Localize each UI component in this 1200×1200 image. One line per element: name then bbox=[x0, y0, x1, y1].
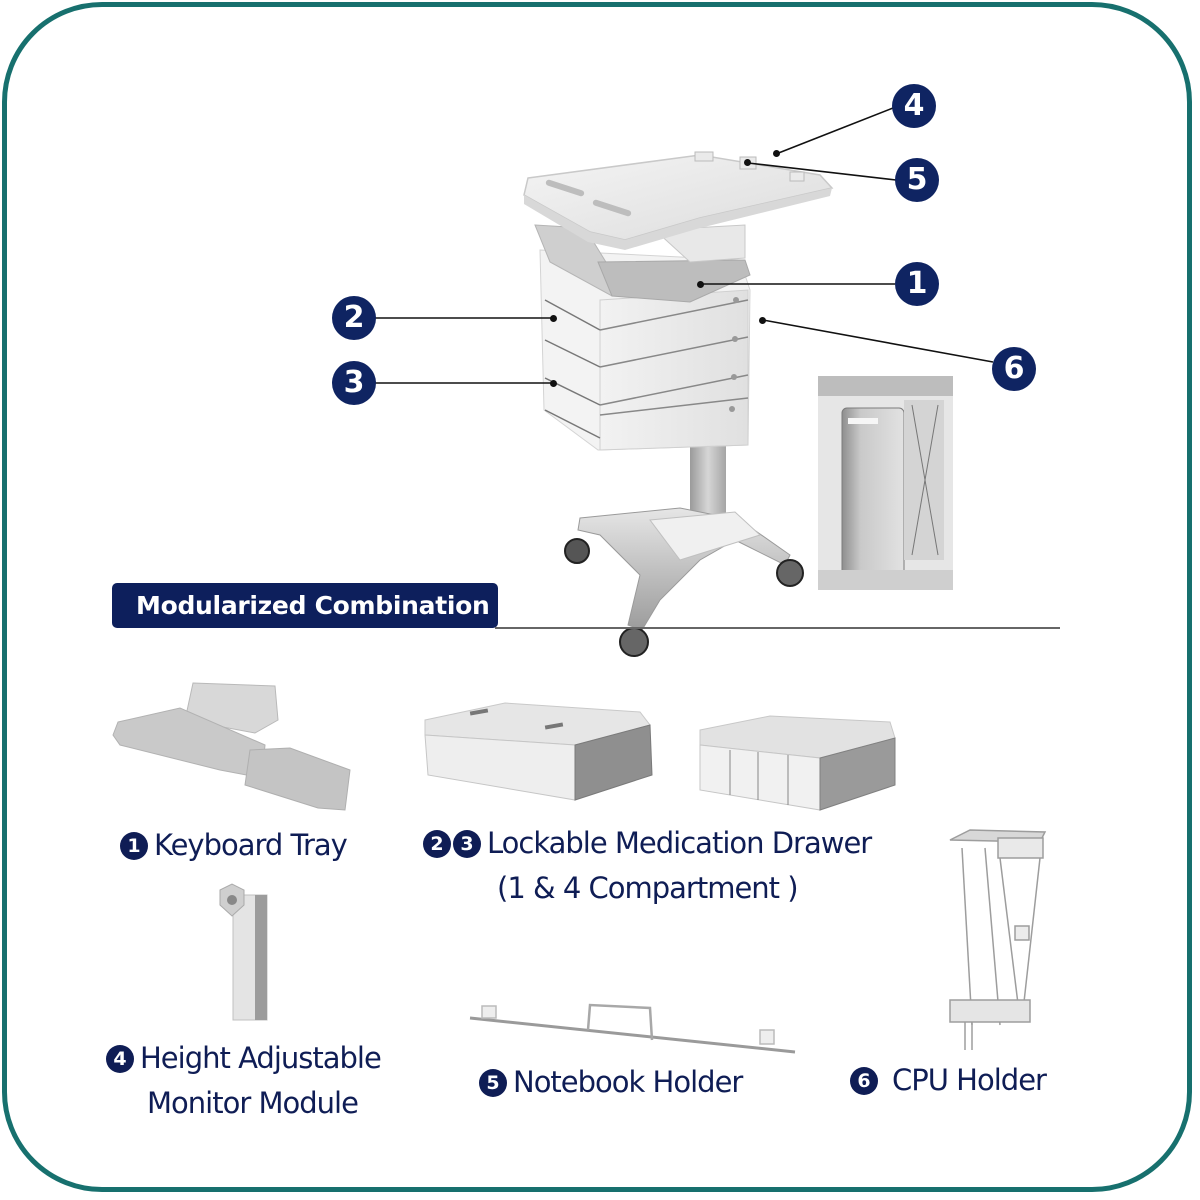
cpu-holder-image bbox=[949, 829, 1047, 1050]
callout-dot-4 bbox=[773, 150, 780, 157]
callout-badge-3: 3 bbox=[332, 361, 376, 405]
callout-badge-4: 4 bbox=[892, 84, 936, 128]
caption-number-badge: 6 bbox=[850, 1067, 878, 1095]
callout-badge-5: 5 bbox=[895, 158, 939, 202]
cart-base bbox=[564, 507, 804, 657]
caption-number-badge: 4 bbox=[106, 1045, 134, 1073]
section-divider bbox=[495, 627, 1060, 629]
medication-drawer-4-image bbox=[699, 715, 896, 811]
keyboard-tray-image bbox=[112, 682, 351, 811]
caption-number-badge: 5 bbox=[479, 1069, 507, 1097]
caption-number-badge: 3 bbox=[453, 830, 481, 858]
callout-dot-6 bbox=[759, 317, 766, 324]
caption-number-badge: 1 bbox=[120, 832, 148, 860]
callout-badge-1: 1 bbox=[895, 262, 939, 306]
callout-leader-lines bbox=[375, 107, 994, 384]
callout-dot-3 bbox=[550, 380, 557, 387]
caption-medication-drawer-sub: (1 & 4 Compartment ) bbox=[497, 871, 799, 905]
callout-dot-1 bbox=[697, 281, 704, 288]
caption-label: Keyboard Tray bbox=[154, 828, 348, 862]
callout-dot-2 bbox=[550, 315, 557, 322]
caption-number-badge: 2 bbox=[423, 830, 451, 858]
cpu-holder-inset-photo bbox=[818, 376, 953, 590]
medication-drawer-1-image bbox=[424, 702, 653, 801]
caption-monitor-module-sub: Monitor Module bbox=[147, 1086, 359, 1120]
monitor-module-image bbox=[219, 883, 268, 1021]
caption-label: Notebook Holder bbox=[513, 1065, 743, 1099]
callout-dot-5 bbox=[744, 159, 751, 166]
notebook-holder-image bbox=[469, 1003, 796, 1054]
caption-label: CPU Holder bbox=[892, 1063, 1047, 1097]
caption-cpu-holder: 6 CPU Holder bbox=[850, 1063, 1047, 1097]
cart-drawer-stack bbox=[539, 249, 751, 451]
caption-label: Lockable Medication Drawer bbox=[487, 826, 872, 860]
section-title-banner: Modularized Combination bbox=[112, 583, 498, 628]
caption-label: Height Adjustable bbox=[140, 1041, 382, 1075]
callout-badge-2: 2 bbox=[332, 296, 376, 340]
callout-badge-6: 6 bbox=[992, 347, 1036, 391]
